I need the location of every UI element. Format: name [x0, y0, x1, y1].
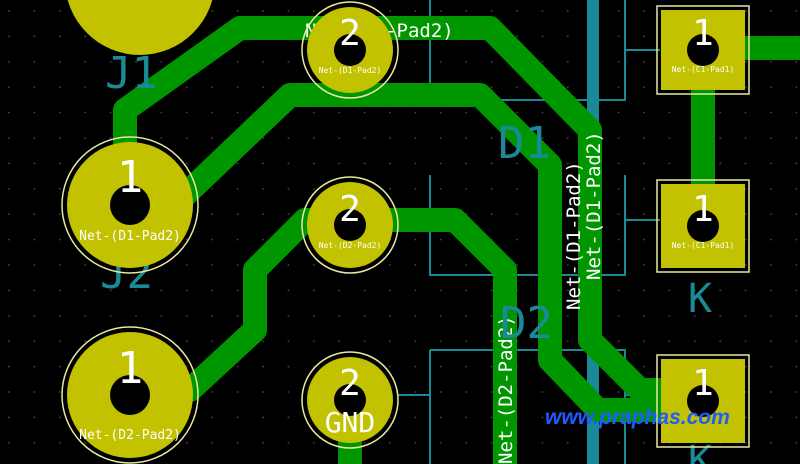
drill-hole	[110, 375, 150, 415]
drill-hole	[687, 34, 719, 66]
pad-j2-pad2[interactable]: 2 Net-(D2-Pad2)	[301, 176, 399, 274]
j1-mount-pad	[67, 0, 213, 55]
drill-hole	[334, 209, 366, 241]
pad-net: Net-(D1-Pad2)	[79, 229, 181, 244]
drill-hole	[687, 385, 719, 417]
pad-number: 1	[692, 13, 714, 54]
ref-d1: D1	[498, 118, 551, 169]
track-j1-d1	[113, 16, 712, 402]
net-label-vertical-b: Net-(D1-Pad2)	[583, 131, 605, 280]
pad-net: GND	[325, 406, 376, 439]
pad-number: 1	[117, 152, 144, 203]
pad-j1-pad1[interactable]: 1 Net-(D1-Pad2)	[61, 136, 199, 274]
drill-hole	[334, 384, 366, 416]
ref-d2: D2	[500, 298, 553, 349]
pad-number: 2	[339, 189, 361, 230]
pad-number: 1	[117, 343, 144, 394]
pad-net: Net-(D2-Pad2)	[79, 428, 181, 443]
drill-hole	[110, 185, 150, 225]
pad-number: 1	[692, 363, 714, 404]
drill-hole	[334, 34, 366, 66]
pad-net: Net-(D2-Pad2)	[319, 241, 382, 250]
pad-d1-pad1-top[interactable]: 1 Net-(C1-Pad1)	[656, 5, 750, 95]
pad-j1-pad2[interactable]: 2 Net-(D1-Pad2)	[301, 1, 399, 99]
ref-k-upper: K	[688, 276, 712, 322]
track-j2-d2	[178, 208, 517, 464]
pad-number: 1	[692, 189, 714, 230]
track-j2-d1	[173, 83, 712, 422]
pad-net: Net-(C1-Pad1)	[672, 241, 735, 250]
pad-number: 2	[339, 363, 361, 404]
net-label-vertical-c: Net-(D2-Pad2)	[495, 315, 517, 464]
ref-j1: J1	[105, 48, 158, 99]
pad-gnd[interactable]: 2 GND	[301, 351, 399, 449]
pad-number: 2	[339, 13, 361, 54]
pad-d2-pad1[interactable]: 1	[656, 354, 750, 448]
net-label-vertical-a: Net-(D1-Pad2)	[563, 161, 585, 310]
pad-j2-pad1[interactable]: 1 Net-(D2-Pad2)	[61, 326, 199, 464]
drill-hole	[687, 210, 719, 242]
watermark: www.praphas.com	[545, 406, 730, 429]
pad-net: Net-(C1-Pad1)	[672, 65, 735, 74]
pad-net: Net-(D1-Pad2)	[319, 66, 382, 75]
pad-d1-pad1-mid[interactable]: 1 Net-(C1-Pad1)	[656, 179, 750, 273]
